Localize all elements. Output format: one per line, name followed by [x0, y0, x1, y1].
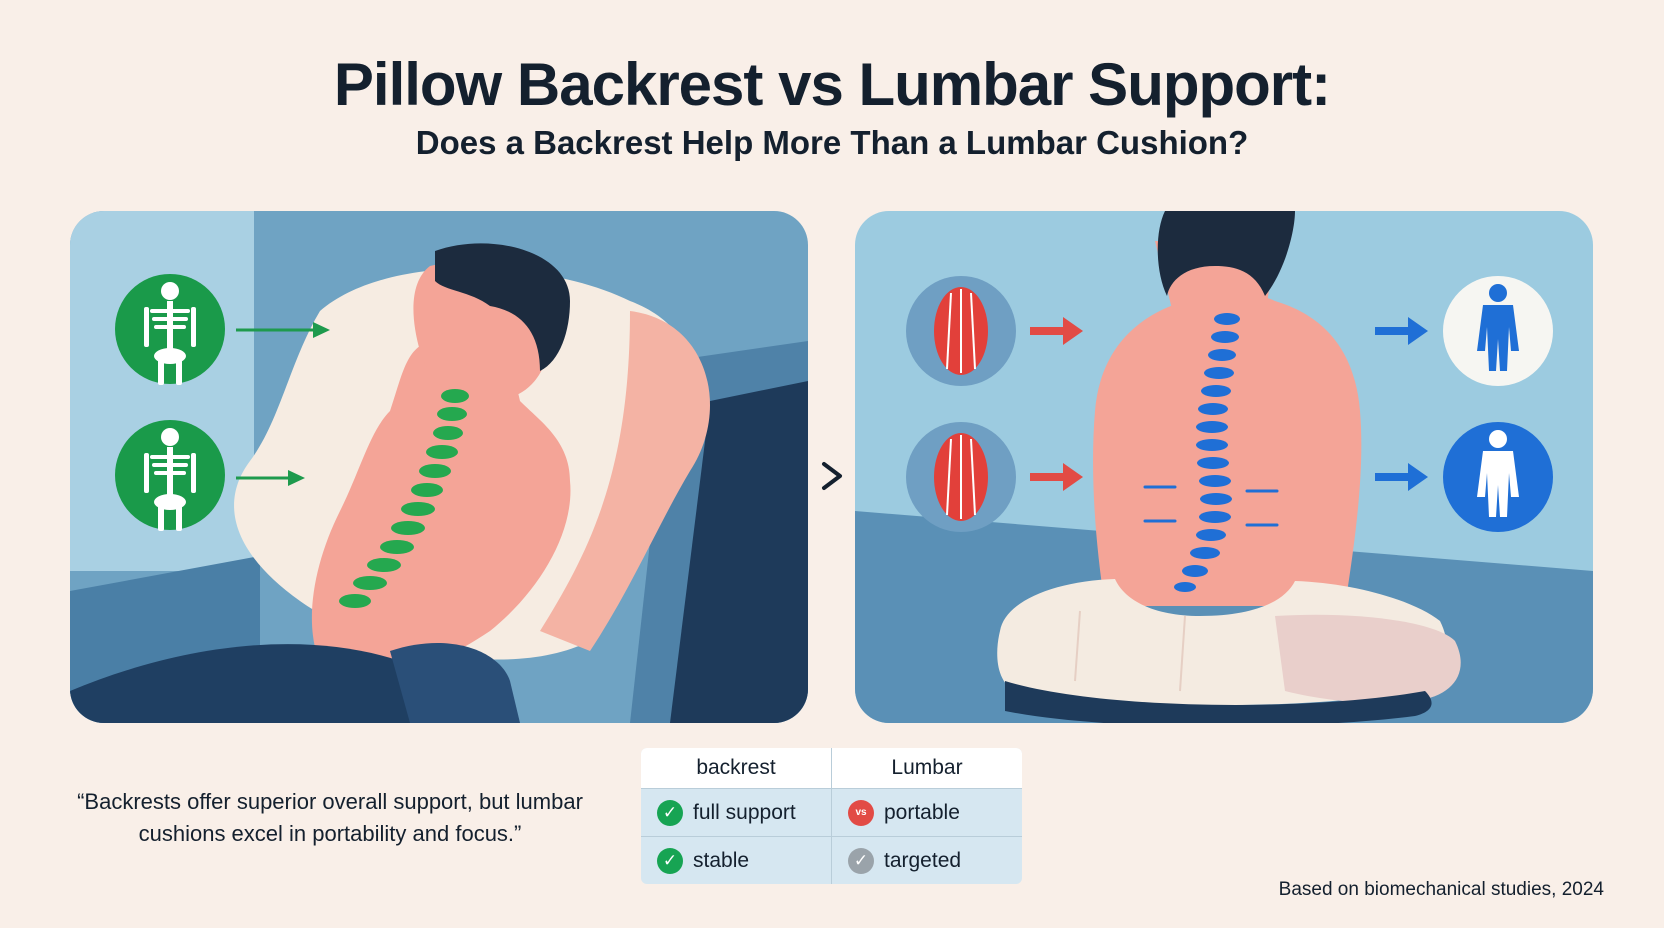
- greater-than-icon: [816, 456, 846, 496]
- muscle-icon: [906, 276, 1016, 386]
- column-header-backrest: backrest: [641, 748, 832, 788]
- table-row: ✓ stable ✓ targeted: [641, 836, 1022, 884]
- check-icon: ✓: [657, 847, 683, 874]
- arrow-icon: [236, 322, 330, 338]
- lumbar-illustration: [855, 211, 1593, 723]
- comparison-table: backrest Lumbar ✓ full support vs portab…: [641, 748, 1022, 884]
- arrow-icon: [1375, 463, 1428, 491]
- muscle-icon: [906, 422, 1016, 532]
- check-icon: ✓: [657, 799, 683, 826]
- cell-text: targeted: [884, 848, 962, 872]
- arrow-icon: [1030, 463, 1083, 491]
- page-subtitle: Does a Backrest Help More Than a Lumbar …: [415, 124, 1249, 161]
- table-header-row: backrest Lumbar: [641, 748, 1022, 788]
- table-row: ✓ full support vs portable: [641, 788, 1022, 836]
- summary-quote: “Backrests offer superior overall suppor…: [77, 789, 583, 846]
- check-icon: ✓: [848, 847, 874, 874]
- column-header-lumbar: Lumbar: [891, 756, 963, 779]
- arrow-icon: [236, 470, 305, 486]
- table-cell: ✓ full support: [641, 789, 832, 836]
- backrest-illustration-panel: [70, 211, 808, 723]
- backrest-illustration: [70, 211, 808, 723]
- body-icon: [1443, 422, 1553, 532]
- skeleton-icon: [115, 420, 225, 531]
- source-note: Based on biomechanical studies, 2024: [1278, 879, 1604, 900]
- body-icon: [1443, 276, 1553, 386]
- skeleton-icon: [115, 274, 225, 385]
- vs-icon: vs: [848, 799, 874, 826]
- cell-text: portable: [884, 800, 960, 824]
- arrow-icon: [1375, 317, 1428, 345]
- cell-text: full support: [693, 800, 796, 824]
- table-cell: vs portable: [832, 789, 1022, 836]
- table-cell: ✓ stable: [641, 837, 832, 884]
- page-title: Pillow Backrest vs Lumbar Support:: [333, 51, 1331, 118]
- table-cell: ✓ targeted: [832, 837, 1022, 884]
- lumbar-illustration-panel: [855, 211, 1593, 723]
- cell-text: stable: [693, 848, 750, 872]
- arrow-icon: [1030, 317, 1083, 345]
